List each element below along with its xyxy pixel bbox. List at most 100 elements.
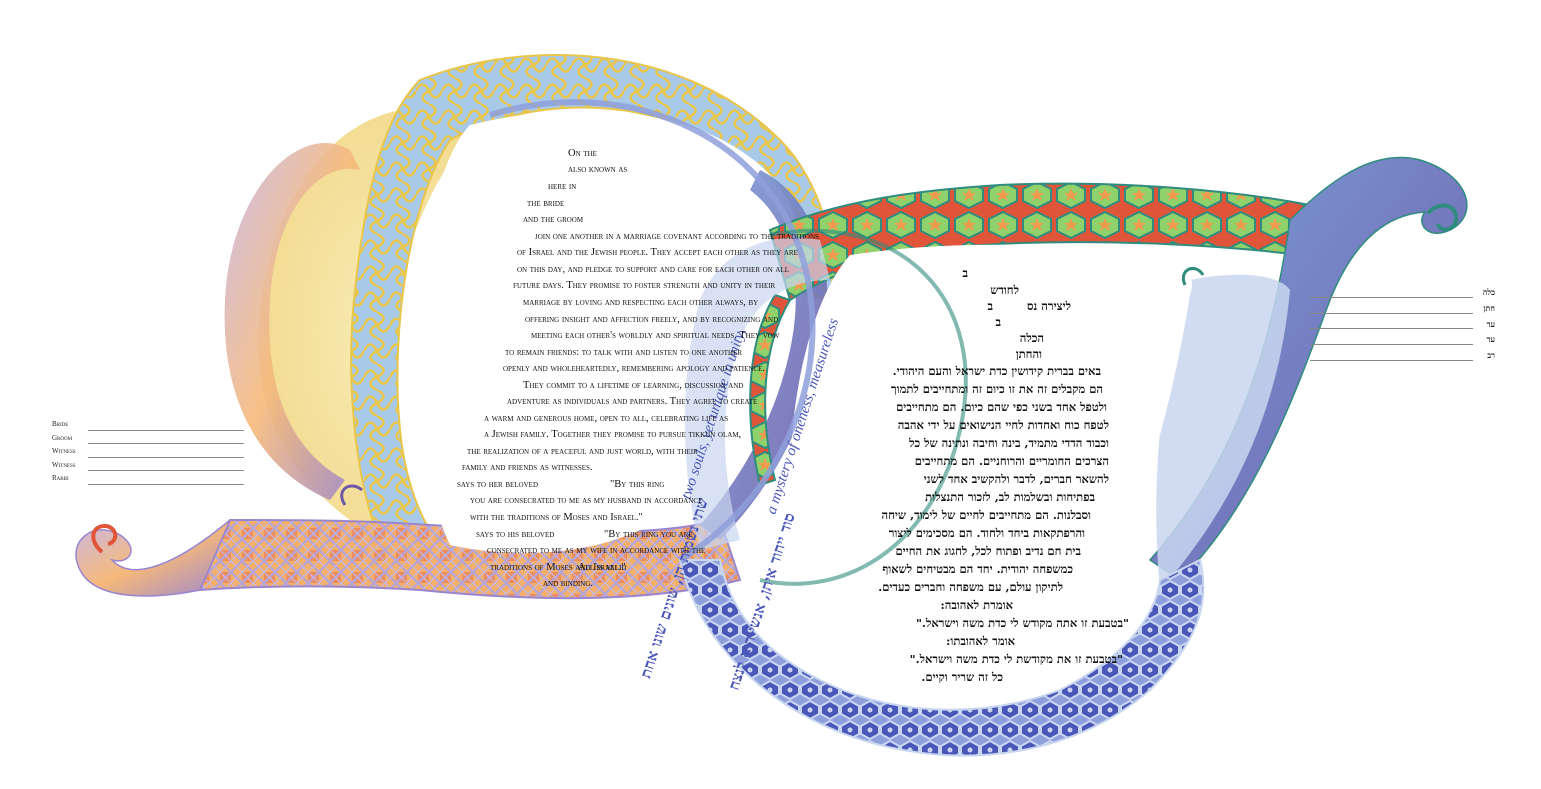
hebrew-line: "בטבעת זו את מקודשת לי כדת משה וישראל.": [909, 652, 1123, 666]
hebrew-line: לתיקון עולם, עם משפחה וחברים כעדים.: [878, 580, 1063, 594]
left-tail-swirl: [91, 524, 118, 554]
signature-label: Rabbi: [52, 474, 69, 483]
signature-lines-hebrew: כלה חתן עד עד רב: [1310, 285, 1495, 364]
english-line: says to his beloved: [476, 529, 555, 540]
signature-label: עד: [1486, 334, 1495, 345]
right-bottom-blue-band: [678, 558, 1205, 757]
signature-line[interactable]: [1310, 359, 1473, 361]
english-line: and the groom: [523, 214, 584, 225]
signature-label: Groom: [52, 433, 73, 442]
hebrew-line: הכלה: [1019, 331, 1044, 345]
signature-label: Witness: [52, 460, 76, 469]
right-text-field: [790, 244, 1192, 667]
english-line: meeting each other's worldly and spiritu…: [531, 330, 780, 341]
signature-row: עד: [1310, 317, 1495, 333]
english-line: with the traditions of Moses and Israel.…: [470, 512, 643, 523]
english-line: family and friends as witnesses.: [462, 462, 593, 473]
hebrew-line: "בטבעת זו אתה מקודש לי כדת משה וישראל.": [916, 616, 1129, 630]
hebrew-line: בפתיחות ובשלמות לב, לזכור התנצלות: [925, 490, 1095, 504]
hebrew-line: אומר לאהובתו:: [946, 634, 1015, 648]
english-line: offering insight and affection freely, a…: [525, 314, 779, 325]
hebrew-line: בית חם נדיב ופתוח לכל, לחגוג את החיים: [895, 544, 1082, 558]
english-line: traditions of Moses and Israel.": [490, 562, 626, 573]
hebrew-line: באים בברית קידושין כדת ישראל והעם היהודי…: [892, 364, 1101, 378]
english-line: consecrated to me as my wife in accordan…: [487, 545, 706, 556]
hebrew-line: לטפח כוח ואחדות לחיי הנישואים על ידי אהב…: [897, 418, 1109, 432]
signature-row: רב: [1310, 348, 1495, 364]
english-line: join one another in a marriage covenant …: [535, 231, 819, 242]
english-line: a Jewish family. Together they promise t…: [484, 429, 742, 440]
hebrew-line: כמשפחה יהודית. יחד הם מבטיחים לשאוף: [882, 562, 1073, 576]
hebrew-line: ב: [962, 266, 968, 280]
hebrew-line: ב: [995, 315, 1001, 329]
signature-label: חתן: [1483, 302, 1495, 313]
english-line: on this day, and pledge to support and c…: [517, 264, 790, 275]
signature-line[interactable]: [88, 456, 244, 458]
right-ring-pale: [685, 237, 830, 550]
hebrew-line: אומרת לאהובה:: [940, 598, 1013, 612]
english-line: says to her beloved: [457, 479, 538, 490]
hebrew-line: וכבוד הדדי מתמיד, בינה וחיבה ונתינה של כ…: [909, 436, 1109, 450]
signature-row: Witness: [52, 460, 244, 474]
signature-row: Witness: [52, 446, 244, 460]
signature-line[interactable]: [1310, 296, 1473, 298]
signature-line[interactable]: [1310, 344, 1473, 346]
hebrew-line: הם מקבלים זה את זו כיום זה ומתחייבים לתמ…: [891, 382, 1103, 396]
hebrew-line: וסבלנות. הם מתחייבים לחיים של לימוד, שיח…: [881, 508, 1092, 522]
english-line: adventure as individuals and partners. T…: [507, 396, 758, 407]
english-line: All is valid: [578, 562, 627, 573]
english-line: you are consecrated to me as my husband …: [470, 495, 703, 506]
signature-label: רב: [1487, 350, 1495, 361]
english-line: a warm and generous home, open to all, c…: [484, 413, 729, 424]
hebrew-line: ב: [987, 299, 993, 313]
signature-label: Witness: [52, 447, 76, 456]
signature-row: חתן: [1310, 301, 1495, 317]
hebrew-line: כל זה שריר וקיים.: [921, 670, 1003, 684]
english-line: "By this ring you are: [604, 529, 693, 540]
right-tail-swirl: [1426, 203, 1459, 232]
hebrew-line: והחתן: [1015, 347, 1042, 361]
english-line: and binding.: [543, 578, 593, 589]
signature-row: עד: [1310, 332, 1495, 348]
signature-line[interactable]: [88, 443, 244, 445]
thin-ring-right: [759, 228, 968, 586]
hebrew-line: ולטפל אחד בשני כפי שהם כיום. הם מתחייבים: [896, 400, 1107, 414]
signature-line[interactable]: [1310, 312, 1473, 314]
english-line: the bride: [527, 198, 565, 209]
english-line: the realization of a peaceful and just w…: [467, 446, 698, 457]
signature-line[interactable]: [88, 483, 244, 485]
signature-line[interactable]: [88, 429, 244, 431]
signature-line[interactable]: [88, 470, 244, 472]
english-line: of Israel and the Jewish people. They ac…: [517, 247, 798, 258]
hebrew-line: להשאר חברים, לדבר ולהקשיב אחד לשני: [923, 472, 1109, 486]
signature-label: Bride: [52, 420, 69, 428]
english-line: to remain friends: to talk with and list…: [505, 347, 743, 358]
signature-row: כלה: [1310, 285, 1495, 301]
english-line: here in: [548, 181, 577, 192]
hook-left: [340, 484, 363, 506]
signature-row: Groom: [52, 433, 244, 447]
signature-row: Bride: [52, 419, 244, 433]
signature-row: Rabbi: [52, 473, 244, 487]
hook-right: [1181, 267, 1205, 286]
left-lattice-band: [350, 54, 834, 547]
signature-label: עד: [1486, 318, 1495, 329]
english-line: They commit to a lifetime of learning, d…: [523, 380, 744, 391]
english-line: On the: [568, 148, 597, 159]
signature-line[interactable]: [1310, 328, 1473, 330]
hebrew-line: ליצירה נס: [1027, 299, 1071, 313]
hebrew-line: והרפתקאות ביחד ולחוד. הם מסכימים ליצור: [888, 526, 1085, 540]
english-line: marriage by loving and respecting each o…: [523, 297, 759, 308]
right-pale-panel: [1156, 274, 1290, 590]
thin-ring-left: [489, 99, 816, 563]
english-line: openly and wholeheartedly, remembering a…: [503, 363, 765, 374]
left-outer-band: [224, 143, 360, 500]
signature-label: כלה: [1482, 287, 1495, 297]
hebrew-line: לחודש: [990, 283, 1019, 297]
english-line: also known as: [568, 164, 628, 175]
hebrew-line: הצרכים החומריים והרוחניים. הם מתחייבים: [914, 454, 1109, 468]
